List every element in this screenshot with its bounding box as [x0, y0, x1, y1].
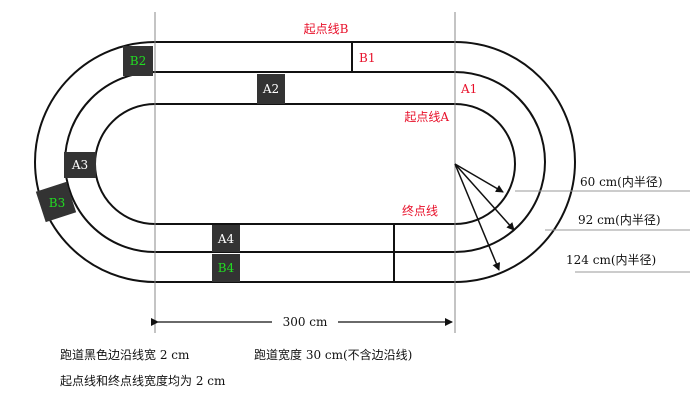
note-line-2: 起点线和终点线宽度均为 2 cm [60, 374, 226, 388]
b1-label: B1 [359, 51, 375, 65]
inner-lane-border [94, 103, 516, 225]
marker-a2-label: A2 [262, 82, 279, 96]
guide-lines [154, 12, 456, 333]
note-line-1b: 跑道宽度 30 cm(不含边沿线) [254, 348, 413, 362]
marker-b2: B2 [123, 46, 153, 76]
arrow-r2 [454, 163, 515, 231]
radius-leaders [515, 190, 690, 273]
marker-a3: A3 [64, 152, 96, 178]
start-line-a-label: 起点线A [404, 110, 449, 124]
radius-label-92: 92 cm(内半径) [578, 213, 661, 227]
marker-b4-label: B4 [218, 261, 235, 275]
outer-lane-border [34, 41, 576, 283]
marker-b3-label: B3 [49, 196, 65, 210]
marker-b4: B4 [212, 254, 240, 282]
radius-label-124: 124 cm(内半径) [566, 253, 656, 267]
marker-a2: A2 [257, 74, 285, 104]
a1-label: A1 [460, 82, 477, 96]
marker-a4: A4 [212, 225, 240, 252]
track-lanes [34, 41, 576, 283]
marker-b3: B3 [35, 181, 77, 223]
marker-a4-label: A4 [217, 232, 235, 246]
radius-label-60: 60 cm(内半径) [580, 175, 663, 189]
arrow-r1 [454, 163, 504, 193]
note-line-1a: 跑道黑色边沿线宽 2 cm [60, 348, 190, 362]
arrow-r3 [454, 163, 501, 271]
radius-arrows [454, 163, 515, 271]
start-line-b-label: 起点线B [304, 22, 349, 36]
dimension-label: 300 cm [283, 315, 328, 329]
finish-line-label: 终点线 [402, 203, 438, 218]
marker-a3-label: A3 [71, 158, 88, 172]
marker-b2-label: B2 [130, 54, 146, 68]
